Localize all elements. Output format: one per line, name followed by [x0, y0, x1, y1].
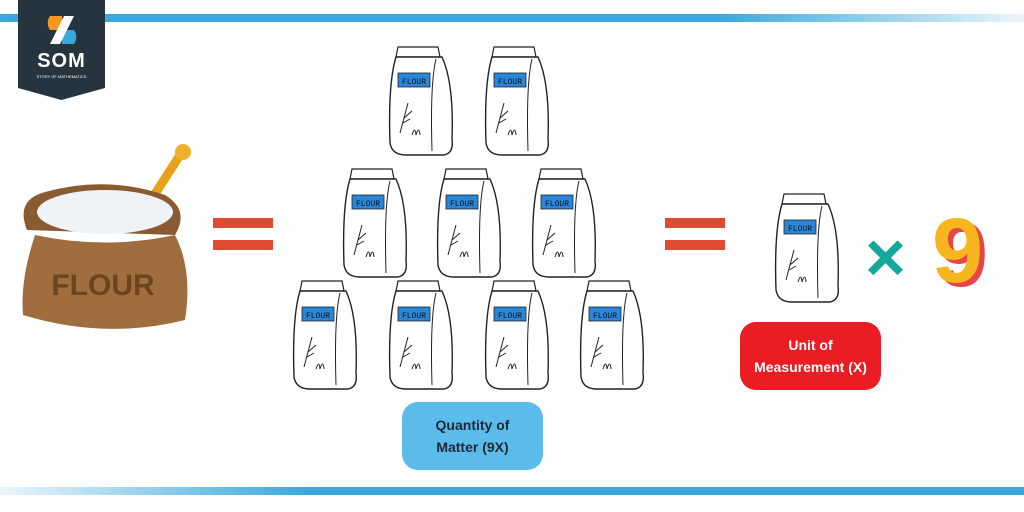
svg-text:FLOUR: FLOUR — [788, 225, 812, 234]
svg-text:FLOUR: FLOUR — [545, 200, 569, 209]
som-logo: SOM STORY OF MATHEMATICS — [18, 0, 105, 100]
unit-of-measurement-label: Unit of Measurement (X) — [740, 322, 881, 390]
quantity-of-matter-label: Quantity of Matter (9X) — [402, 402, 543, 470]
flour-bag-9: FLOUR — [577, 277, 647, 393]
flour-bag-8: FLOUR — [482, 277, 552, 393]
sack-label: FLOUR — [51, 269, 155, 302]
svg-text:FLOUR: FLOUR — [402, 78, 426, 87]
top-accent-bar — [0, 14, 1024, 22]
svg-text:FLOUR: FLOUR — [402, 312, 426, 321]
logo-mark-icon — [47, 16, 77, 44]
logo-subtitle: STORY OF MATHEMATICS — [36, 74, 87, 79]
flour-bag-2: FLOUR — [482, 43, 552, 159]
flour-bag-unit: FLOUR — [772, 190, 842, 306]
svg-text:FLOUR: FLOUR — [450, 200, 474, 209]
logo-text: SOM — [37, 50, 86, 72]
equals-sign-2-bottom — [665, 240, 725, 250]
bottom-accent-bar — [0, 487, 1024, 495]
svg-text:FLOUR: FLOUR — [356, 200, 380, 209]
flour-bag-4: FLOUR — [434, 165, 504, 281]
flour-sack-illustration: FLOUR — [22, 144, 191, 329]
equals-sign-1-bottom — [213, 240, 273, 250]
multiplier-number: 9 — [932, 200, 984, 302]
equals-sign-1-top — [213, 218, 273, 228]
svg-text:FLOUR: FLOUR — [593, 312, 617, 321]
flour-bag-6: FLOUR — [290, 277, 360, 393]
flour-bag-7: FLOUR — [386, 277, 456, 393]
flour-bag-5: FLOUR — [529, 165, 599, 281]
flour-bag-1: FLOUR — [386, 43, 456, 159]
multiply-icon: × — [865, 218, 906, 296]
svg-text:FLOUR: FLOUR — [498, 312, 522, 321]
svg-text:FLOUR: FLOUR — [306, 312, 330, 321]
flour-bag-3: FLOUR — [340, 165, 410, 281]
svg-text:FLOUR: FLOUR — [498, 78, 522, 87]
equals-sign-2-top — [665, 218, 725, 228]
